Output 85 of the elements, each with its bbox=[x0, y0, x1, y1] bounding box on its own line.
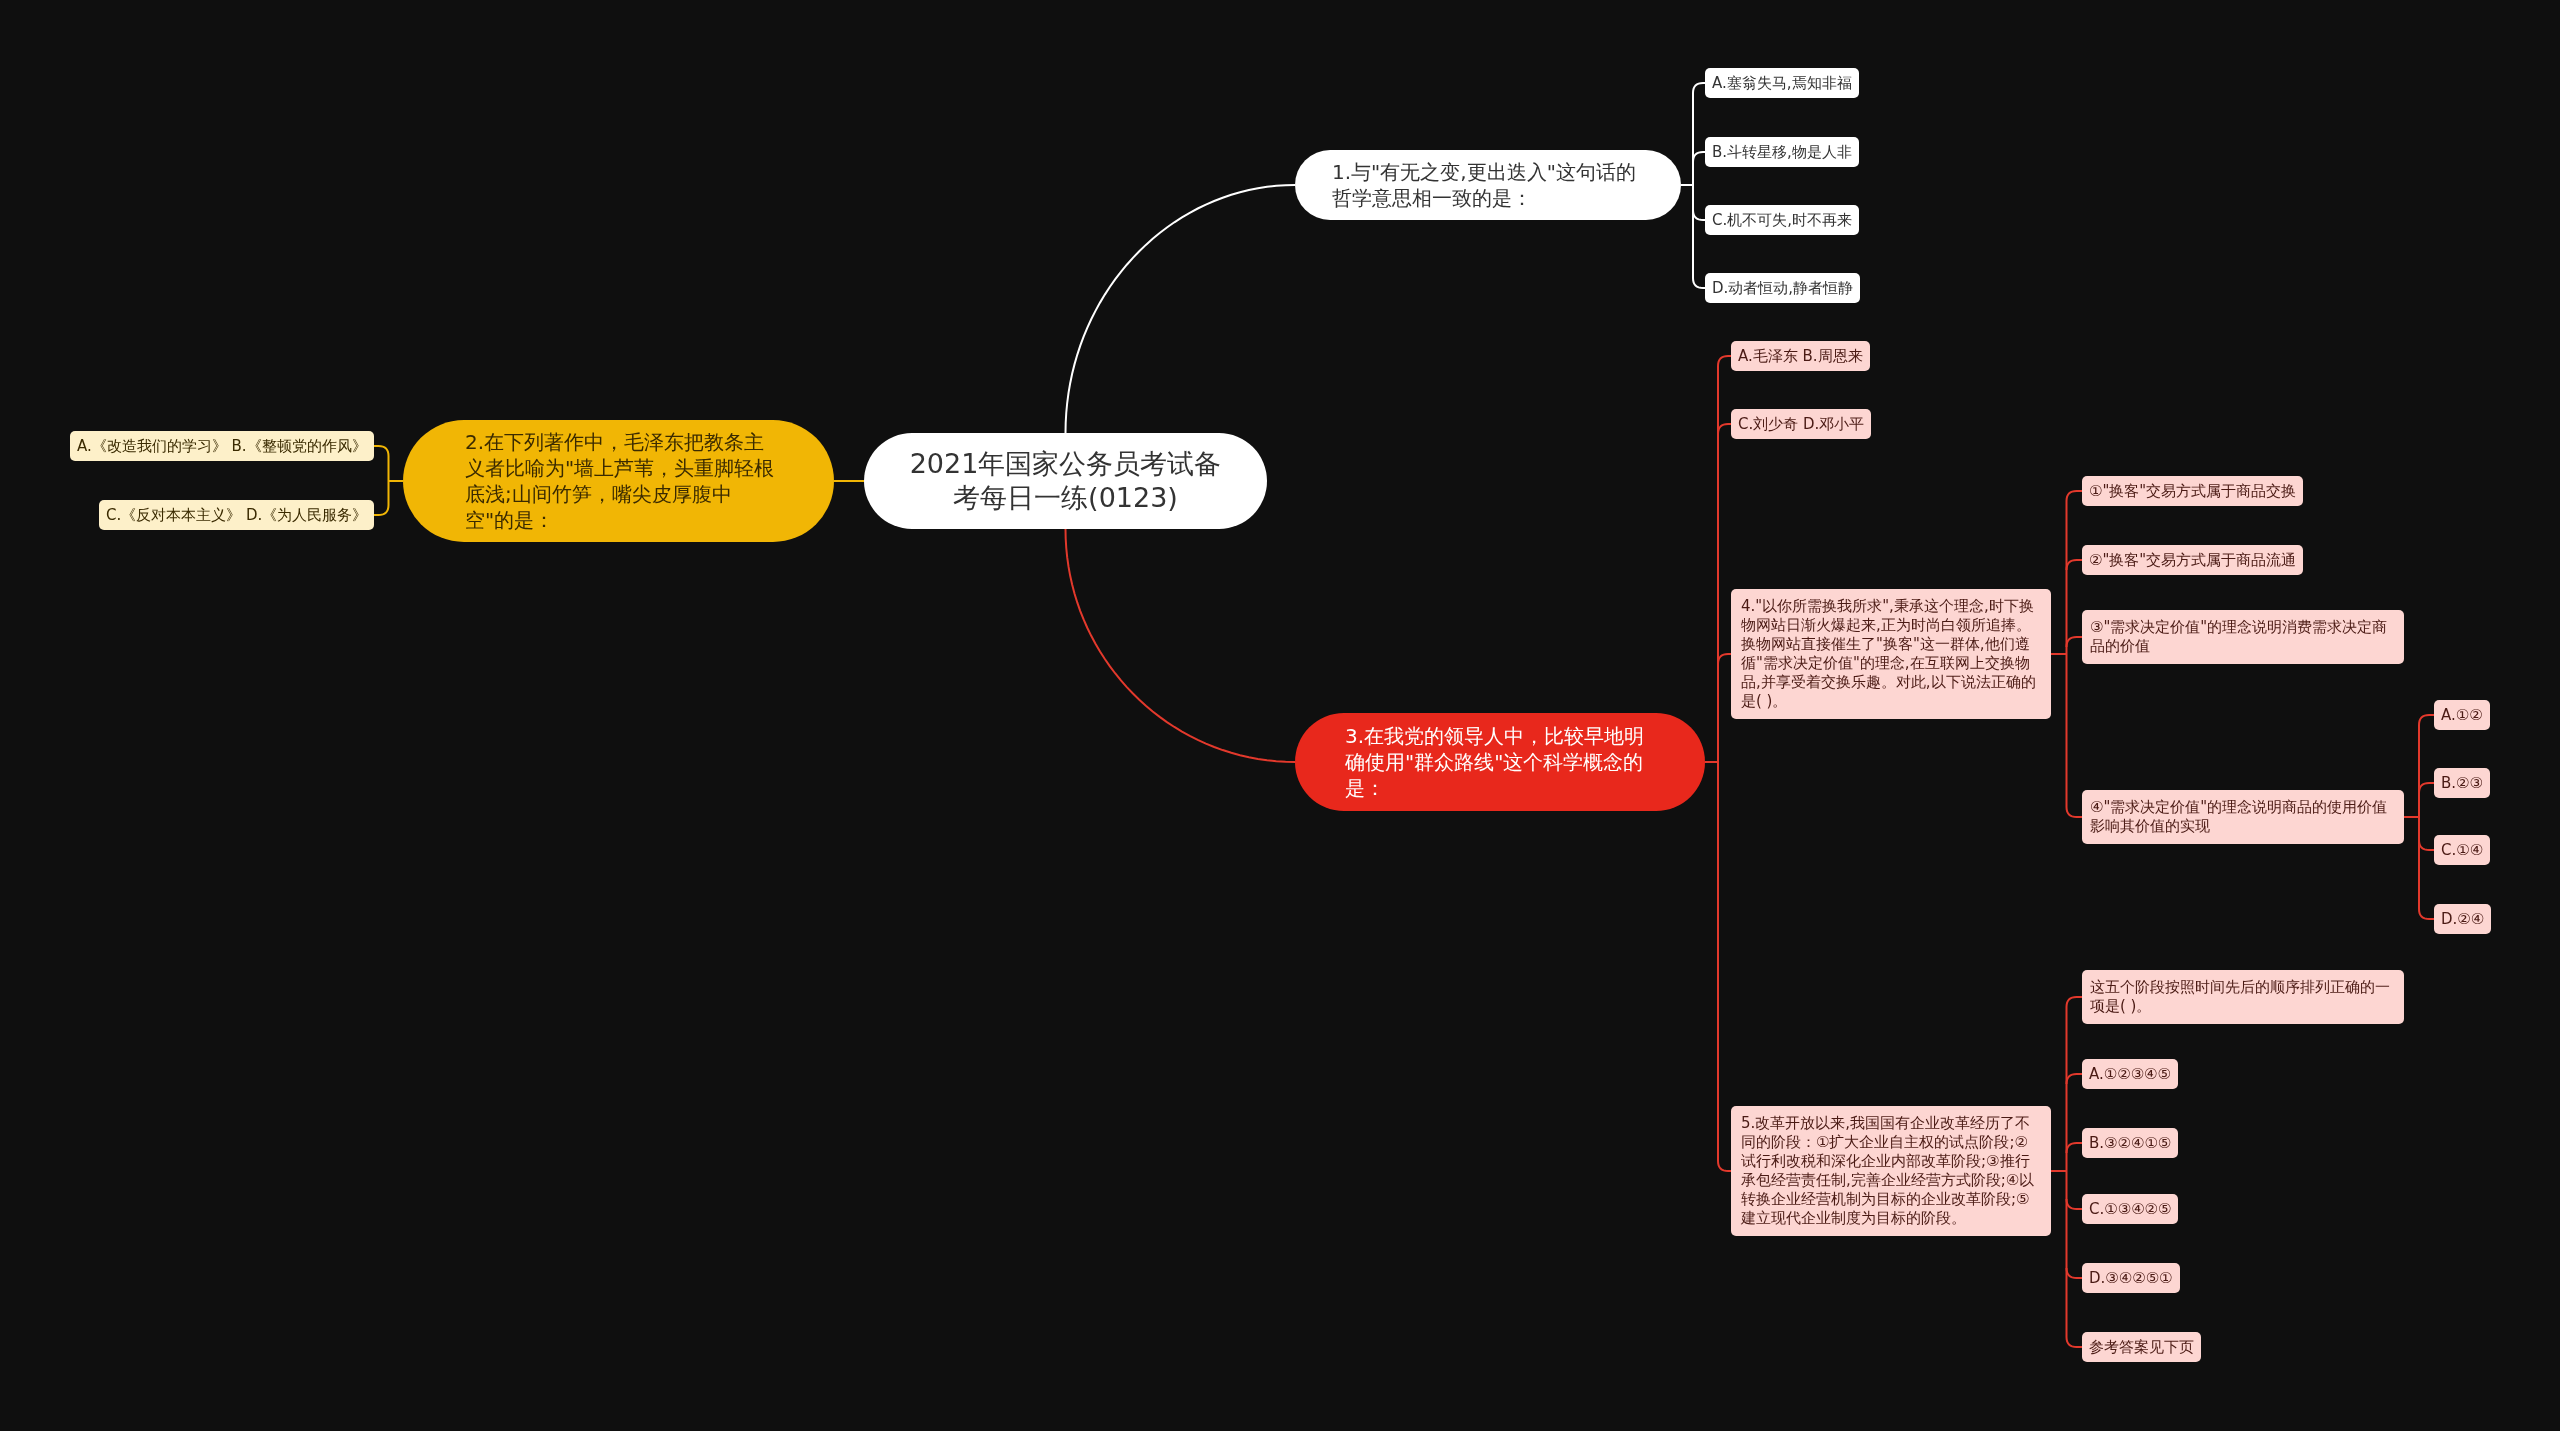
branch-line bbox=[373, 445, 390, 457]
topic-text: ③"需求决定价值"的理念说明消费需求决定商品的价值 bbox=[2090, 618, 2389, 656]
subtopic-node bbox=[1731, 341, 1870, 371]
topic-text: D.动者恒动,静者恒静 bbox=[1712, 278, 1854, 298]
subtopic-node bbox=[2434, 700, 2490, 730]
subtopic-node bbox=[2082, 1263, 2180, 1293]
branch-line bbox=[2065, 996, 2083, 1008]
branch-line bbox=[1064, 184, 1296, 434]
subtopic-node bbox=[2082, 970, 2404, 1024]
topic-text: A.①②③④⑤ bbox=[2089, 1064, 2171, 1084]
subtopic-node bbox=[2082, 476, 2304, 506]
subtopic-node bbox=[2082, 790, 2404, 844]
topic-text: A.毛泽东 B.周恩来 bbox=[1738, 346, 1863, 366]
subtopic-node bbox=[2082, 1332, 2201, 1362]
subtopic-node bbox=[1731, 409, 1872, 439]
subtopic-node bbox=[1705, 273, 1861, 303]
branch-line bbox=[2065, 1142, 2083, 1154]
topic-text: 4."以你所需换我所求",秉承这个理念,时下换物网站日渐火爆起来,正为时尚白领所追捧。换物网站直接催生了"换客"这一群体,他们遵循"需求决定价值"的理念,在互联网上交换物品,并享受着交换乐趣。对此,以下说法正确的是( )。 bbox=[1741, 597, 2037, 711]
topic-text: C.①④ bbox=[2441, 840, 2484, 860]
subtopic-node bbox=[99, 500, 375, 530]
subtopic-node bbox=[2434, 768, 2490, 798]
branch-line bbox=[1680, 92, 1694, 279]
topic-text: D.②④ bbox=[2441, 909, 2485, 929]
subtopic-node bbox=[1705, 205, 1859, 235]
topic-text: C.机不可失,时不再来 bbox=[1712, 210, 1852, 230]
branch-line bbox=[833, 480, 865, 482]
subtopic-node bbox=[70, 431, 374, 461]
topic-text: 参考答案见下页 bbox=[2089, 1337, 2194, 1357]
branch-line bbox=[2065, 636, 2083, 648]
branch-line bbox=[2050, 1006, 2068, 1338]
branch-line bbox=[1064, 528, 1296, 763]
branch-line bbox=[373, 504, 390, 516]
branch-line bbox=[2065, 559, 2083, 571]
topic-text: 5.改革开放以来,我国国有企业改革经历了不同的阶段：①扩大企业自主权的试点阶段;②试行利改税和深化企业内部改革阶段;③推行承包经营责任制,完善企业经营方式阶段;④以转换企业经营机制为目标的企业改革阶段;⑤建立现代企业制度为目标的阶段。 bbox=[1741, 1114, 2036, 1228]
branch-line bbox=[1717, 1160, 1732, 1172]
topic-text: B.斗转星移,物是人非 bbox=[1712, 142, 1852, 162]
topic-text: 1.与"有无之变,更出迭入"这句话的哲学意思相一致的是： bbox=[1332, 159, 1637, 211]
topic-text: B.②③ bbox=[2441, 773, 2483, 793]
topic-text: 这五个阶段按照时间先后的顺序排列正确的一项是( )。 bbox=[2090, 978, 2391, 1016]
topic-text: D.③④②⑤① bbox=[2089, 1268, 2173, 1288]
topic-text: 2.在下列著作中，毛泽东把教条主义者比喻为"墙上芦苇，头重脚轻根底浅;山间竹笋，嘴尖皮厚腹中空"的是： bbox=[465, 429, 776, 533]
branch-line bbox=[2065, 806, 2083, 818]
subtopic-node bbox=[1705, 137, 1859, 167]
branch-line bbox=[1704, 365, 1719, 1162]
branch-line bbox=[2418, 908, 2435, 920]
topic-text: C.①③④②⑤ bbox=[2089, 1199, 2172, 1219]
topic-text: A.塞翁失马,焉知非福 bbox=[1712, 73, 1852, 93]
topic-text: ②"换客"交易方式属于商品流通 bbox=[2089, 550, 2297, 570]
subtopic-node bbox=[1731, 589, 2051, 719]
branch-line bbox=[2065, 1198, 2083, 1210]
branch-line bbox=[2065, 1336, 2083, 1348]
topic-text: A.《改造我们的学习》 B.《整顿党的作风》 bbox=[77, 436, 367, 456]
subtopic-node bbox=[2082, 1194, 2179, 1224]
subtopic-node bbox=[2082, 1059, 2178, 1089]
topic-text: A.①② bbox=[2441, 705, 2483, 725]
topic-text: ④"需求决定价值"的理念说明商品的使用价值影响其价值的实现 bbox=[2090, 798, 2389, 836]
branch-line bbox=[2065, 490, 2083, 502]
branch-line bbox=[2050, 500, 2068, 808]
topic-text: 2021年国家公务员考试备考每日一练(0123) bbox=[908, 447, 1223, 515]
subtopic-node bbox=[2082, 1128, 2179, 1158]
topic-text: C.《反对本本主义》 D.《为人民服务》 bbox=[106, 505, 368, 525]
branch-line bbox=[2418, 782, 2435, 794]
branch-line bbox=[1717, 355, 1732, 367]
topic-text: 3.在我党的领导人中，比较早地明确使用"群众路线"这个科学概念的是： bbox=[1345, 723, 1646, 801]
branch-line bbox=[1692, 209, 1706, 221]
subtopic-node bbox=[2434, 904, 2492, 934]
branch-line bbox=[2418, 839, 2435, 851]
branch-line bbox=[1717, 653, 1732, 665]
branch-line bbox=[2403, 724, 2420, 910]
topic-text: C.刘少奇 D.邓小平 bbox=[1738, 414, 1865, 434]
subtopic-node bbox=[2082, 610, 2404, 664]
subtopic-node bbox=[2082, 545, 2304, 575]
branch-line bbox=[2065, 1073, 2083, 1085]
branch-line bbox=[1717, 423, 1732, 435]
subtopic-node bbox=[1731, 1106, 2051, 1236]
topic-text: ①"换客"交易方式属于商品交换 bbox=[2089, 481, 2297, 501]
branch-line bbox=[387, 455, 404, 506]
subtopic-node bbox=[1705, 68, 1859, 98]
branch-line bbox=[2065, 1267, 2083, 1279]
branch-line bbox=[2418, 714, 2435, 726]
branch-line bbox=[1692, 82, 1706, 94]
subtopic-node bbox=[2434, 835, 2491, 865]
branch-line bbox=[1692, 277, 1706, 289]
branch-line bbox=[1692, 151, 1706, 163]
topic-text: B.③②④①⑤ bbox=[2089, 1133, 2172, 1153]
